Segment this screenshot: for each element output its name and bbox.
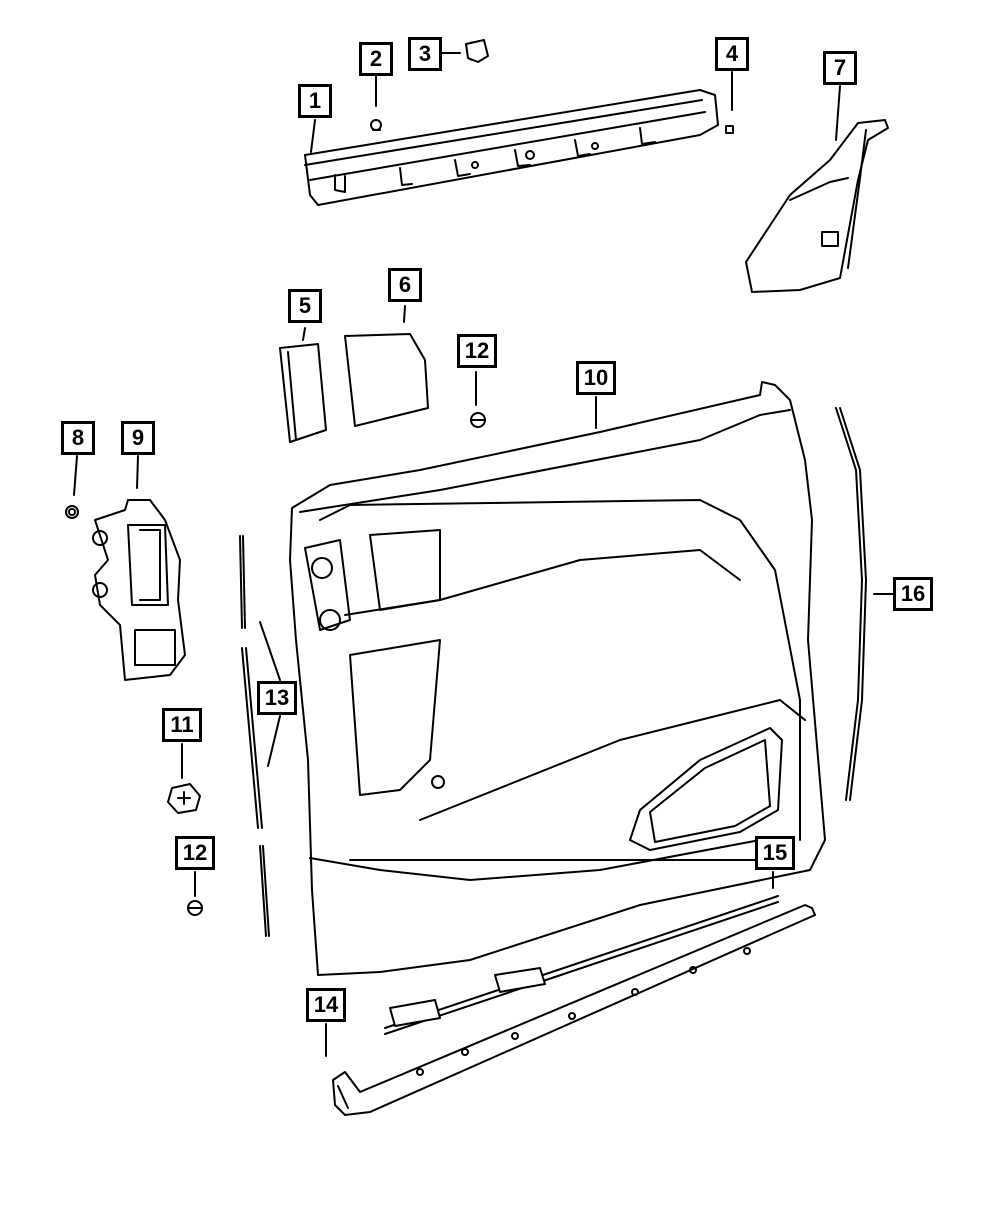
part-5-insert <box>279 343 327 443</box>
part-7-pillar-trim <box>745 119 889 293</box>
callout-15: 15 <box>755 836 795 870</box>
callout-7: 7 <box>823 51 857 85</box>
callout-16: 16 <box>893 577 933 611</box>
part-4-fastener <box>725 125 734 134</box>
part-16-weatherstrip <box>835 407 867 801</box>
leader-lines <box>73 52 894 1057</box>
callout-12-upper: 12 <box>457 334 497 368</box>
callout-4: 4 <box>715 37 749 71</box>
callout-12-lower: 12 <box>175 836 215 870</box>
callout-2: 2 <box>359 42 393 76</box>
part-12-push-pin-upper <box>470 412 486 428</box>
part-1-upper-rail <box>304 89 719 206</box>
part-14-lower-molding <box>332 904 816 1116</box>
callout-10: 10 <box>576 361 616 395</box>
callout-6: 6 <box>388 268 422 302</box>
callout-14: 14 <box>306 988 346 1022</box>
callout-5: 5 <box>288 289 322 323</box>
part-10-door-trim-panel <box>289 381 826 976</box>
part-6-insert <box>344 333 429 427</box>
callout-8: 8 <box>61 421 95 455</box>
callout-3: 3 <box>408 37 442 71</box>
callout-11: 11 <box>162 708 202 742</box>
part-12-push-pin-lower <box>187 900 203 916</box>
part-15-strip <box>384 895 779 1035</box>
part-2-screw <box>370 119 382 131</box>
callout-1: 1 <box>298 84 332 118</box>
callout-9: 9 <box>121 421 155 455</box>
part-11-hex-nut <box>167 783 201 814</box>
part-8-nut <box>65 505 79 519</box>
part-9-handle-assembly <box>92 499 186 681</box>
part-13-seal-strips <box>239 535 270 937</box>
part-3-clip <box>465 39 489 63</box>
callout-13: 13 <box>257 681 297 715</box>
